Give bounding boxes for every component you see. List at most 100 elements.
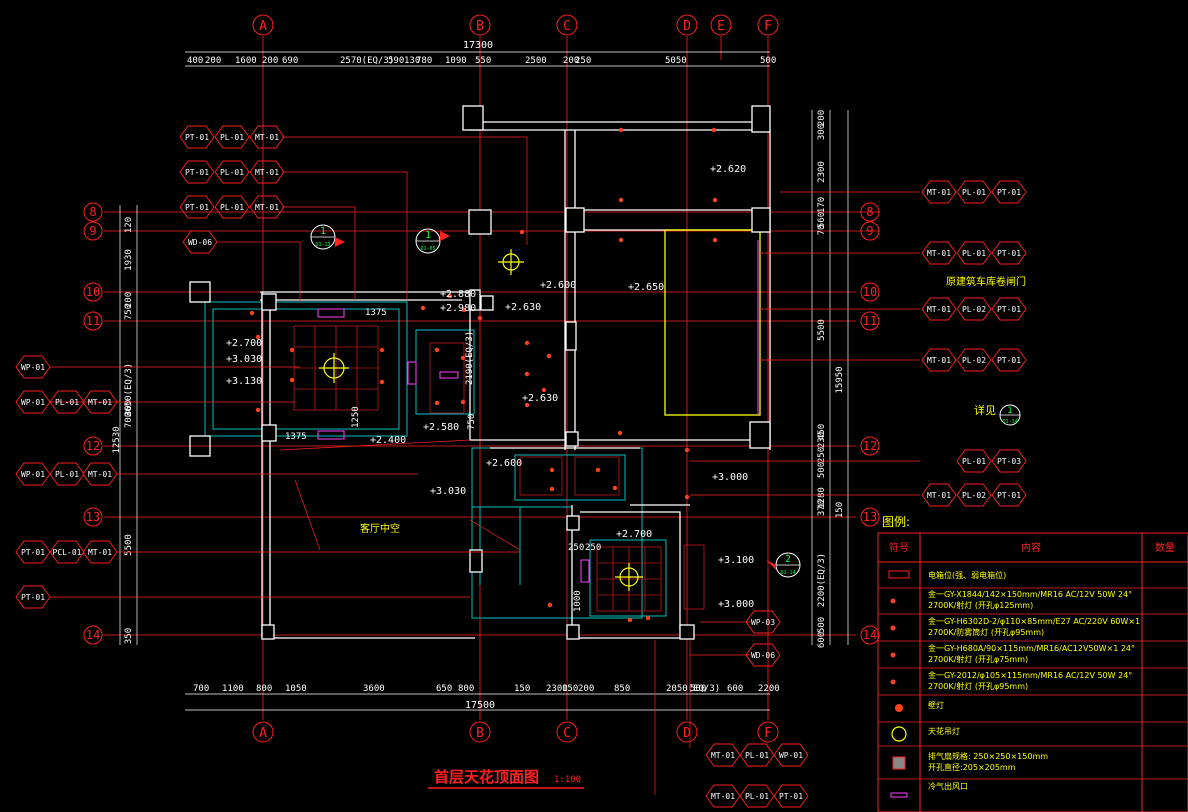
material-tag: PL-01 <box>214 125 250 149</box>
spotlight-icon <box>617 430 623 436</box>
material-tag: MT-01 <box>921 180 957 204</box>
material-tag: PL-02 <box>956 348 992 372</box>
material-tag: PL-01 <box>214 195 250 219</box>
electric-box-icon <box>888 570 910 579</box>
material-tag: PL-02 <box>956 297 992 321</box>
spotlight-symbol-icon <box>890 652 896 658</box>
elevation-label: +3.030 <box>430 486 466 497</box>
grid-row-14-right: 14 <box>863 628 877 642</box>
left-dim: 2650(EQ/3) <box>124 363 134 417</box>
material-tag: MT-01 <box>82 462 118 486</box>
section-marks: 1 D1-13 1 D1-05 2 D1-14 <box>310 224 801 578</box>
material-tag: WD-06 <box>745 643 781 667</box>
bottom-grid-labels: A B C D F <box>259 726 772 741</box>
material-tag: MT-01 <box>921 241 957 265</box>
section-mark-2-ref: D1-05 <box>420 246 435 252</box>
elevation-label: +3.030 <box>226 354 262 365</box>
material-tag: PT-01 <box>179 160 215 184</box>
top-dimension-lines <box>185 51 770 67</box>
left-dim: 120 <box>124 217 134 233</box>
section-mark-1-ref: D1-13 <box>315 242 330 248</box>
material-tag: WP-01 <box>15 355 51 379</box>
legend-rows: 电箱位(强、弱电箱位)金一GY-X1844/142×150mm/MR16 AC/… <box>878 570 1188 798</box>
elevation-label: +2.980 <box>440 303 476 314</box>
material-tag: PL-02 <box>956 483 992 507</box>
right-dim-labels: 2003002300170560705500159504502302505001… <box>817 110 845 648</box>
spotlight-icon <box>595 467 601 473</box>
elevation-label: +3.100 <box>718 555 754 566</box>
top-dim: 200 <box>205 56 221 66</box>
legend-col-symbol: 符号 <box>889 541 909 554</box>
pendant-light-icon <box>891 726 907 742</box>
section-mark-2-num: 1 <box>425 230 431 241</box>
right-dim: 1280 <box>817 487 827 509</box>
legend-row-text: 金一GY-X1844/142×150mm/MR16 AC/12V 50W 24° <box>928 589 1132 599</box>
material-tag-label: MT-01 <box>88 470 112 479</box>
top-dim: 200 <box>262 56 278 66</box>
side-dimension-lines <box>119 110 849 645</box>
right-dim: 560 <box>817 212 827 228</box>
material-tag-label: MT-01 <box>927 305 951 314</box>
right-dim: 5500 <box>817 319 827 341</box>
room-dim: 1000 <box>573 590 583 612</box>
columns <box>261 105 771 640</box>
left-dim: 5500 <box>124 534 134 556</box>
bottom-grid-bubbles <box>252 721 779 743</box>
grid-row-11-left: 11 <box>86 314 100 328</box>
section-mark-3-num: 2 <box>785 554 791 565</box>
spotlight-icon <box>461 307 467 313</box>
material-tag: PL-01 <box>956 449 992 473</box>
left-dim: 700 <box>124 412 134 428</box>
grid-col-f-bottom: F <box>764 726 772 741</box>
spotlight-icon <box>477 315 483 321</box>
bottom-total-dim: 17500 <box>465 700 495 711</box>
elevation-label: +2.650 <box>628 282 664 293</box>
material-tag-label: PT-01 <box>997 305 1021 314</box>
material-tag-label: PT-01 <box>185 168 209 177</box>
room-dim: 250 <box>568 543 584 553</box>
material-tag: PL-01 <box>739 784 775 808</box>
material-tag: WP-01 <box>773 743 809 767</box>
bottom-dim: 1050 <box>285 684 307 694</box>
spotlight-icon <box>627 617 633 623</box>
spotlight-symbol-icon <box>890 598 896 604</box>
bottom-dim: 2050(EQ/3) <box>666 684 720 694</box>
spotlight-icon <box>541 387 547 393</box>
material-tag-label: WP-03 <box>751 618 775 627</box>
material-tag-label: PL-01 <box>962 188 986 197</box>
detail-ref-label: 详见 <box>974 403 996 417</box>
spotlight-symbol-icon <box>890 625 896 631</box>
material-tag-label: PT-01 <box>185 133 209 142</box>
legend-row-text: 开孔直径:205×205mm <box>928 762 1016 772</box>
legend-row-text: 冷气出风口 <box>928 781 968 791</box>
material-tag-label: PL-01 <box>745 792 769 801</box>
spotlight-icon <box>612 485 618 491</box>
bottom-dim: 500 <box>690 684 706 694</box>
section-mark-1: 1 D1-13 <box>310 224 345 250</box>
material-tag: MT-01 <box>921 348 957 372</box>
spotlight-icon <box>684 447 690 453</box>
grid-row-12-left: 12 <box>86 439 100 453</box>
legend-col-content: 内容 <box>1021 541 1041 554</box>
material-tag-label: MT-01 <box>711 751 735 760</box>
detail-ref-num: 1 <box>1007 406 1012 416</box>
material-tag-label: PL-01 <box>962 457 986 466</box>
right-dim: 150 <box>835 502 845 518</box>
bottom-dim: 800 <box>458 684 474 694</box>
legend-row-text: 2700K/射灯 (开孔φ95mm) <box>928 681 1028 691</box>
elevation-labels: +2.620+2.650+2.600+2.880+2.980+2.630+2.7… <box>226 164 754 610</box>
material-tag: WP-01 <box>15 462 51 486</box>
material-tag-label: MT-01 <box>927 249 951 258</box>
spotlight-icon <box>524 340 530 346</box>
spotlight-icon <box>549 486 555 492</box>
ac-vents <box>317 240 759 583</box>
material-tag-label: WP-01 <box>21 363 45 372</box>
material-tag: MT-01 <box>705 743 741 767</box>
top-dim: 2570(EQ/3) <box>340 56 394 66</box>
material-tag: MT-01 <box>249 160 285 184</box>
elevation-label: +3.000 <box>712 472 748 483</box>
top-dim: 200 <box>563 56 579 66</box>
top-dim: 400 <box>187 56 203 66</box>
grid-col-e-top: E <box>717 19 725 34</box>
exhaust-fan-icon <box>892 756 906 770</box>
